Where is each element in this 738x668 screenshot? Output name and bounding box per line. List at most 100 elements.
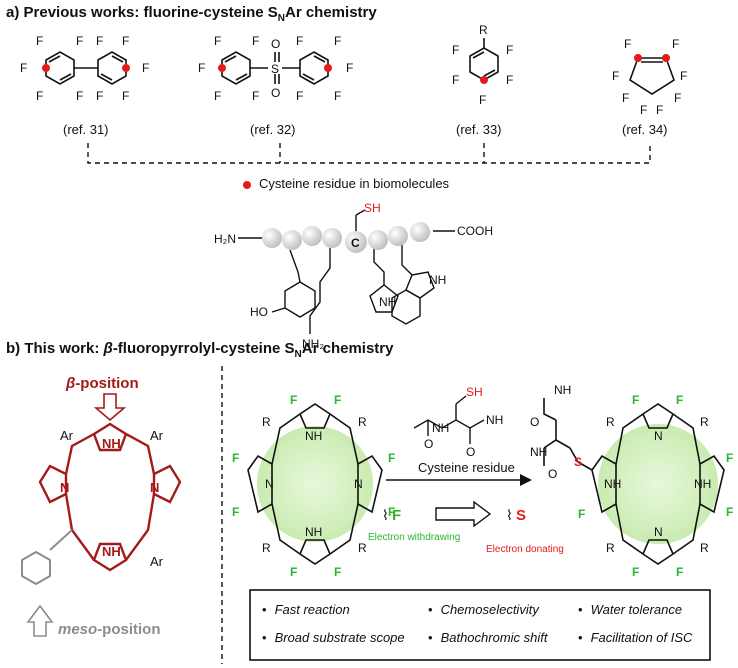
cooh-label: COOH — [457, 224, 493, 238]
f-atom-label: F — [296, 89, 303, 103]
donating-group: ⌇ S — [506, 507, 526, 524]
features-box — [249, 589, 711, 661]
f-atom-label: F — [622, 91, 629, 105]
f-atom-label: F — [680, 69, 687, 83]
reactant-glow — [257, 426, 373, 542]
ref-label-31: (ref. 31) — [63, 122, 109, 137]
cysteine-site-dot — [42, 64, 50, 72]
n-atom-label: N — [654, 525, 663, 539]
meso-position-label: meso-position — [58, 621, 161, 638]
donating-text: Electron donating — [486, 544, 564, 555]
fluoroporphyrin-product — [543, 398, 725, 565]
svg-text:⌇: ⌇ — [506, 507, 513, 523]
panel-b-title-suffix: Ar chemistry — [301, 340, 394, 357]
f-atom-label: F — [624, 37, 631, 51]
amino-acid-bead — [302, 226, 322, 246]
cysteine-residue-structure — [413, 395, 485, 444]
f-atom-label: F — [506, 73, 513, 87]
pentafluorophenyl-sulfone-labels: S O O F F F F F F F F F F — [198, 34, 353, 103]
f-atom-label: F — [122, 89, 129, 103]
withdrawing-text: Electron withdrawing — [368, 532, 460, 543]
f-atom-label: F — [252, 89, 259, 103]
dashed-connector-lines — [87, 143, 651, 164]
f-atom-label: F — [232, 505, 239, 519]
f-atom-label: F — [632, 393, 639, 407]
f-atom-label: F — [142, 61, 149, 75]
panel-b-title-beta: β — [103, 340, 113, 357]
r-atom-label: R — [358, 541, 367, 555]
n-atom-label: N — [654, 429, 663, 443]
f-atom-label: F — [674, 91, 681, 105]
nh-label: NH — [379, 295, 396, 309]
amino-acid-bead — [410, 222, 430, 242]
f-atom-label: F — [676, 565, 683, 579]
ref-label-34: (ref. 34) — [622, 122, 668, 137]
pentafluorophenyl-r-labels: R F F F F F — [452, 23, 513, 107]
f-atom-label: F — [676, 393, 683, 407]
cysteine-site-dot — [662, 54, 670, 62]
nh-label: NH — [486, 413, 503, 427]
cysteine-dot-icon — [243, 180, 251, 189]
f-atom-label: F — [296, 34, 303, 48]
nh-label: NH — [429, 273, 446, 287]
f-atom-label: F — [290, 393, 297, 407]
f-atom-label: F — [388, 505, 395, 519]
panel-b-title-sub: N — [294, 349, 302, 360]
f-atom-label: F — [76, 34, 83, 48]
perfluorocyclopentene-labels: F F F F F F F F — [612, 37, 687, 117]
f-atom-label: F — [290, 565, 297, 579]
f-atom-label: F — [252, 34, 259, 48]
nh-label: NH — [102, 544, 121, 559]
f-atom-label: F — [36, 89, 43, 103]
nh-label: NH — [530, 445, 547, 459]
amino-acid-bead — [322, 228, 342, 248]
o-atom-label: O — [466, 445, 475, 459]
panel-a-title-sub: N — [277, 13, 285, 24]
nh-label: NH — [432, 421, 449, 435]
o-atom-label: O — [548, 467, 557, 481]
n-atom-label: N — [354, 477, 363, 491]
feature-fast-reaction: Fast reaction — [262, 602, 350, 617]
f-atom-label: F — [20, 61, 27, 75]
f-atom-label: F — [96, 34, 103, 48]
f-atom-label: F — [656, 103, 663, 117]
perfluorobiphenyl-f-labels: F F F F F F F F F F — [20, 34, 149, 103]
feature-facilitation-of-isc: Facilitation of ISC — [578, 630, 693, 645]
perfluorocyclopentene-structure — [629, 57, 675, 95]
f-atom-label: F — [198, 61, 205, 75]
f-atom-label: F — [346, 61, 353, 75]
withdrawing-symbol: F — [392, 507, 401, 524]
ar-label: Ar — [150, 428, 164, 443]
f-atom-label: F — [672, 37, 679, 51]
feature-water-tolerance: Water tolerance — [578, 602, 683, 617]
peptide-chain: H₂N COOH C SH HO NH₂ NH NH — [214, 201, 493, 351]
reaction-arrow — [386, 474, 532, 486]
f-atom-label: F — [632, 565, 639, 579]
amino-acid-bead — [368, 230, 388, 250]
meso-position-arrow — [26, 604, 54, 637]
h2n-label: H₂N — [214, 232, 236, 246]
nh-label: NH — [604, 477, 621, 491]
cysteine-legend: Cysteine residue in biomolecules — [243, 176, 449, 191]
f-atom-label: F — [506, 43, 513, 57]
conversion-arrow — [435, 500, 492, 528]
reaction-arrow-label: Cysteine residue — [418, 460, 515, 475]
n-atom-label: N — [60, 480, 69, 495]
feature-bathochromic-shift: Bathochromic shift — [428, 630, 548, 645]
s-atom-label: S — [574, 455, 582, 469]
f-atom-label: F — [334, 393, 341, 407]
o-atom-label: O — [271, 86, 280, 100]
cysteine-bead — [345, 231, 367, 253]
f-atom-label: F — [726, 505, 733, 519]
f-atom-label: F — [726, 451, 733, 465]
beta-position-arrow — [93, 393, 127, 422]
fluoroporphyrin-reactant — [247, 403, 383, 565]
panel-a-title: a) Previous works: fluorine-cysteine SNA… — [6, 4, 377, 24]
f-atom-label: F — [479, 93, 486, 107]
r-atom-label: R — [262, 415, 271, 429]
nh-label: NH — [305, 525, 322, 539]
nh-label: NH — [554, 383, 571, 397]
amino-acid-bead — [262, 228, 282, 248]
cysteine-site-dot — [634, 54, 642, 62]
ho-label: HO — [250, 305, 268, 319]
